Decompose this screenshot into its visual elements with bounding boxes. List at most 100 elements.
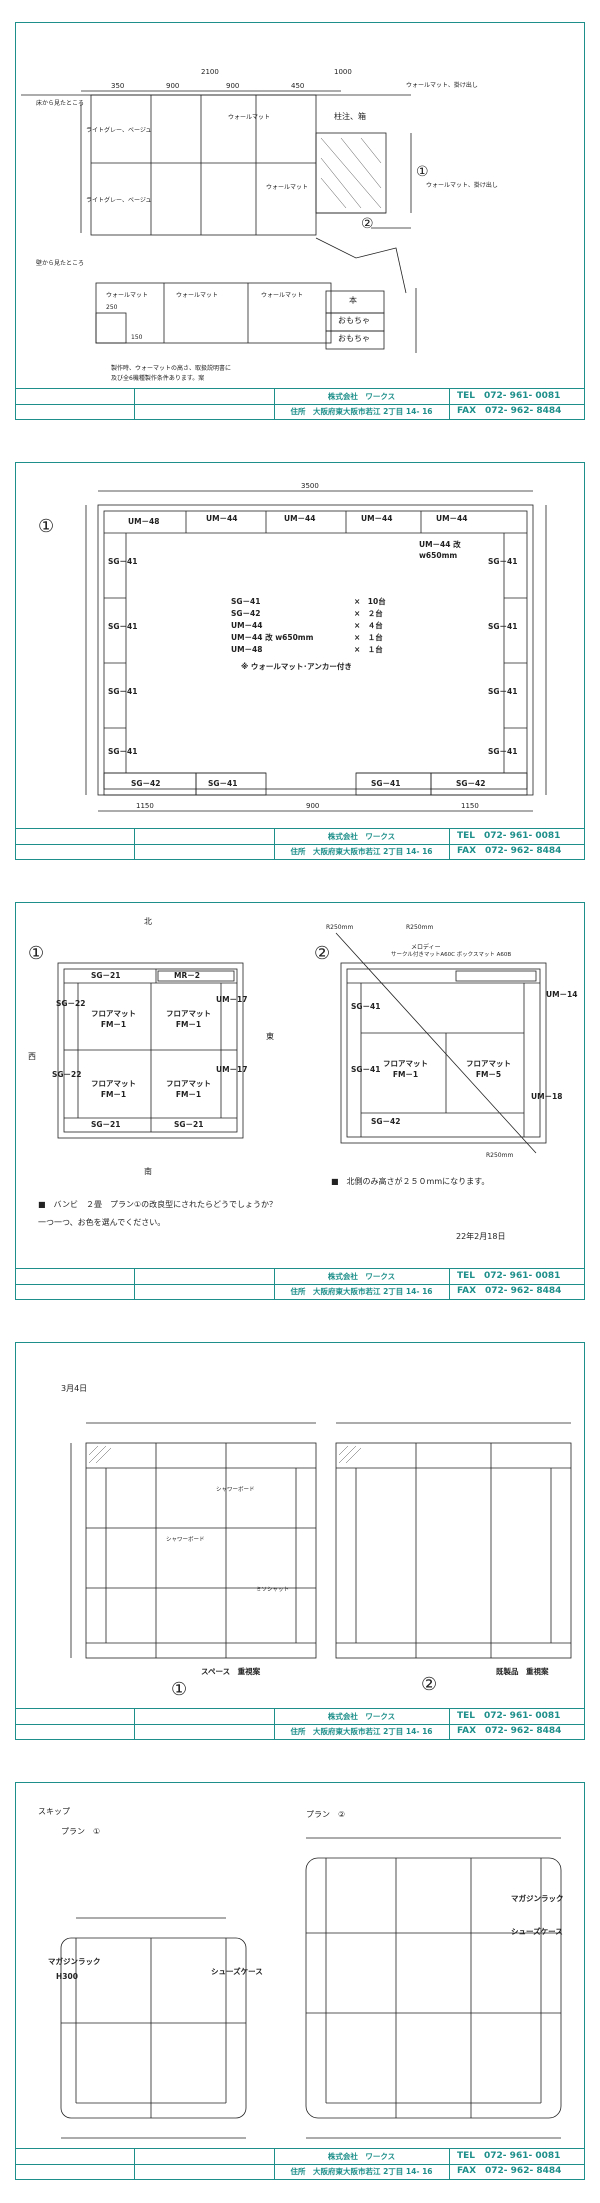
right-mat-4: SG－41 — [488, 747, 518, 756]
question-text: ■ バンビ ２畳 プラン①の改良型にされたらどうでしょうか？ — [38, 1200, 277, 1209]
left-mat-3: SG－41 — [108, 687, 138, 696]
plan-drawing — [85, 490, 547, 812]
magazine-rack-1: マガジンラック — [48, 1957, 101, 1966]
p1-mat-8: SG－21 — [174, 1120, 204, 1129]
plan2-caption: 既製品 重視案 — [496, 1667, 549, 1676]
p1-mat-4: SG－22 — [52, 1070, 82, 1079]
address: 住所 大阪府東大阪市若江 2丁目 14- 16 — [274, 844, 450, 859]
annotation-3: ミソシャット — [256, 1587, 290, 1593]
tel-number: TEL 072- 961- 0081 — [457, 1271, 561, 1281]
bottom-mat-3: SG－41 — [371, 779, 401, 788]
box-label-2: おもちゃ — [338, 316, 370, 325]
compass-west: 西 — [28, 1052, 36, 1061]
mark-one: ① — [28, 943, 45, 964]
right-mat-3: SG－41 — [488, 687, 518, 696]
list-qty-3: × ４台 — [354, 621, 383, 630]
box-label-1: 本 — [349, 296, 357, 305]
p2-top-note-2: サークル付きマットA60C ボックスマット A60B — [391, 952, 512, 958]
plan1-caption: スペース 重視案 — [201, 1667, 261, 1676]
mark-one: ① — [171, 1679, 188, 1700]
tape-label-1: ウォールマット — [228, 114, 271, 121]
shoe-case-2: シューズケース — [511, 1927, 563, 1936]
p2-r2: R250mm — [406, 924, 434, 931]
wall-label-3: ウォールマット — [261, 292, 304, 299]
p1-mat-6: UM－17 — [216, 1065, 248, 1074]
left-mat-2: SG－41 — [108, 622, 138, 631]
p2-mat-3: SG－42 — [371, 1117, 401, 1126]
annotation-1: シャワーボード — [216, 1487, 255, 1493]
side-label-b: ライトグレー、ベージュ — [86, 197, 152, 204]
compass-north: 北 — [144, 917, 152, 926]
dim-total: 2100 — [201, 68, 219, 76]
list-name-2: SG－42 — [231, 609, 261, 618]
tel-number: TEL 072- 961- 0081 — [457, 2151, 561, 2161]
dim-total: 3500 — [301, 482, 319, 490]
company-name: 株式会社 ワークス — [274, 389, 450, 404]
dim-900b: 900 — [226, 82, 240, 90]
list-qty-5: × １台 — [354, 645, 383, 654]
mark-two: ② — [361, 216, 374, 232]
elevation-drawing — [21, 90, 417, 353]
drawing-sheet-3: ① ② 北 南 西 東 SG－21 MR－2 SG－22 SG－22 UM－17… — [15, 902, 585, 1300]
plan2-label: プラン ② — [306, 1810, 346, 1819]
p1-floor-2: フロアマット FM－1 — [166, 1009, 211, 1029]
bottom-mat-4: SG－42 — [456, 779, 486, 788]
right-mat-1: SG－41 — [488, 557, 518, 566]
p1-mat-7: SG－21 — [91, 1120, 121, 1129]
p1-mat-2: MR－2 — [174, 971, 200, 980]
plan-drawings — [57, 932, 547, 1154]
address: 住所 大阪府東大阪市若江 2丁目 14- 16 — [274, 404, 450, 419]
p1-floor-4: フロアマット FM－1 — [166, 1079, 211, 1099]
plan-drawings — [60, 1837, 562, 2139]
company-name: 株式会社 ワークス — [274, 2149, 450, 2164]
fax-number: FAX 072- 962- 8484 — [457, 1726, 562, 1736]
plan-drawings — [70, 1422, 572, 1659]
compass-east: 東 — [266, 1032, 274, 1041]
dim-bottom-900: 900 — [306, 802, 320, 810]
dim-1000: 1000 — [334, 68, 352, 76]
p1-mat-3: SG－22 — [56, 999, 86, 1008]
dim-150: 150 — [131, 334, 143, 341]
p2-mat-5: UM－18 — [531, 1092, 563, 1101]
right-mat-2: SG－41 — [488, 622, 518, 631]
note-line-1: 製作時、ウォーマットの高さ、取扱説明書に — [111, 365, 232, 372]
top-mat-3: UM－44 — [284, 514, 316, 523]
p1-mat-5: UM－17 — [216, 995, 248, 1004]
drawing-sheet-5: スキップ プラン ① プラン ② マガジンラック H300 シューズケース マガ… — [15, 1782, 585, 2180]
um44-note: UM－44 改 w650mm — [419, 540, 461, 560]
wall-label-2: ウォールマット — [176, 292, 219, 299]
list-name-1: SG－41 — [231, 597, 261, 606]
drawing-sheet-1: 2100 350 900 900 450 1000 床から見たところ ライトグレ… — [15, 22, 585, 420]
side-label-a: ライトグレー、ベージュ — [86, 127, 152, 134]
p1-floor-1: フロアマット FM－1 — [91, 1009, 136, 1029]
left-mat-4: SG－41 — [108, 747, 138, 756]
pillar-label: 柱注、箱 — [334, 112, 366, 121]
company-name: 株式会社 ワークス — [274, 1269, 450, 1284]
address: 住所 大阪府東大阪市若江 2丁目 14- 16 — [274, 1724, 450, 1739]
top-mat-4: UM－44 — [361, 514, 393, 523]
note-line-2: 及び全6機種製作条件あります。案 — [111, 375, 205, 382]
dim-900a: 900 — [166, 82, 180, 90]
bottom-mat-1: SG－42 — [131, 779, 161, 788]
p2-floor-1: フロアマット FM－1 — [383, 1059, 428, 1079]
mark-two: ② — [421, 1674, 438, 1695]
address: 住所 大阪府東大阪市若江 2丁目 14- 16 — [274, 2164, 450, 2179]
p2-floor-2: フロアマット FM－5 — [466, 1059, 511, 1079]
p1-mat-1: SG－21 — [91, 971, 121, 980]
drawing-sheet-2: ① 3500 1150 900 1150 UM－48 UM－44 UM－44 U… — [15, 462, 585, 860]
fax-number: FAX 072- 962- 8484 — [457, 2166, 562, 2176]
fax-number: FAX 072- 962- 8484 — [457, 846, 562, 856]
annotation-2: シャワーボード — [166, 1537, 205, 1543]
magazine-rack-height: H300 — [56, 1972, 78, 1981]
mark-one: ① — [38, 516, 55, 537]
p1-floor-3: フロアマット FM－1 — [91, 1079, 136, 1099]
p2-mat-1: SG－41 — [351, 1002, 381, 1011]
tape-label-3: ウォールマット、掛け出し — [406, 82, 478, 89]
plan1-label: プラン ① — [61, 1827, 101, 1836]
tel-number: TEL 072- 961- 0081 — [457, 1711, 561, 1721]
dim-350: 350 — [111, 82, 125, 90]
